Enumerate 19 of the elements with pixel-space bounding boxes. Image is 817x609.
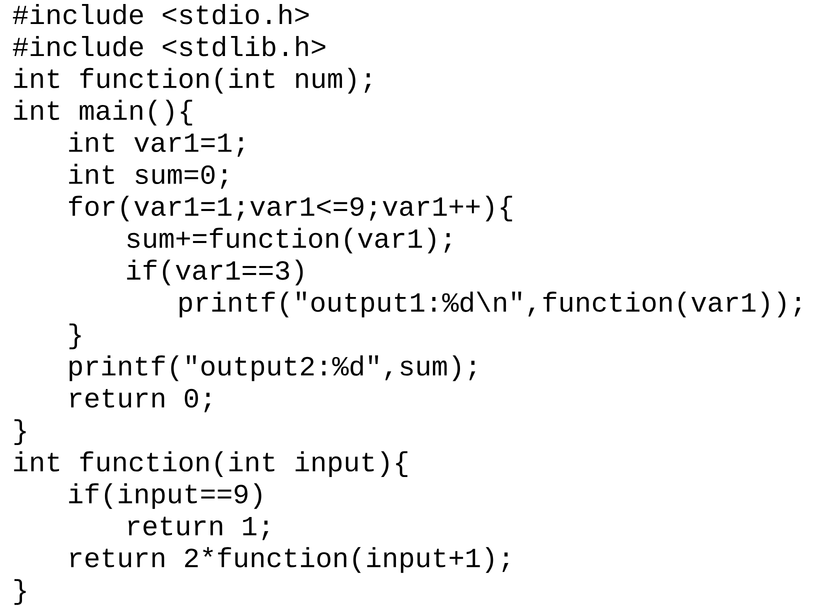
code-line: printf("output2:%d",sum); <box>70 355 476 382</box>
code-line: } <box>69 324 81 350</box>
code-line: return 1; <box>128 516 268 540</box>
code-line: } <box>14 579 26 605</box>
code-line: int function(int input){ <box>14 451 408 478</box>
code-line: } <box>14 419 26 446</box>
code-line: return 2*function(input+1); <box>70 547 508 573</box>
code-line: if(input==9) <box>69 483 262 509</box>
code-line: printf("output1:%d\n",function(var1)); <box>180 292 800 318</box>
code-line: sum+=function(var1); <box>127 228 450 254</box>
code-line: return 0; <box>70 388 210 412</box>
code-line: #include <stdlib.h> <box>12 36 326 56</box>
code-line: if(var1==3) <box>127 260 303 286</box>
code-line: int main(){ <box>14 100 192 126</box>
code-line: #include <stdio.h> <box>12 4 309 24</box>
code-line: for(var1=1;var1<=9;var1++){ <box>69 196 512 222</box>
code-line: int var1=1; <box>69 132 244 157</box>
code-line: int function(int num); <box>14 68 371 94</box>
code-line: int sum=0; <box>69 164 227 189</box>
